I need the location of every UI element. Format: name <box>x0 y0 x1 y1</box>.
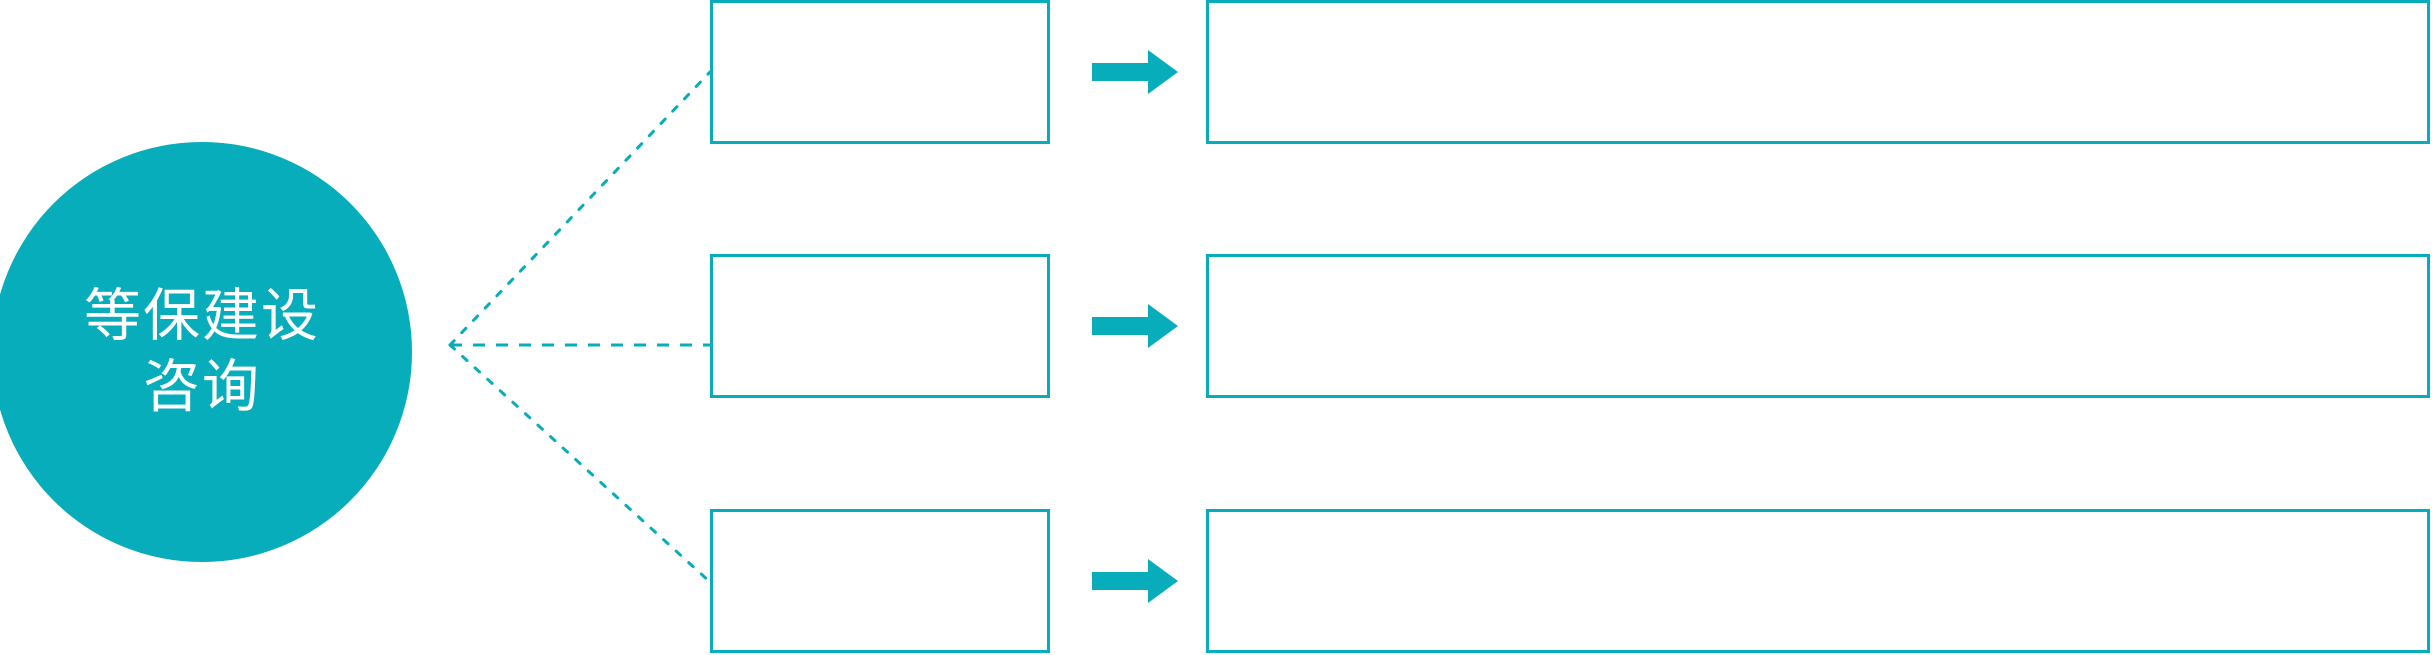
arrow-right-icon <box>1092 304 1178 348</box>
detail-box-2[interactable] <box>1206 254 2430 398</box>
category-box-2[interactable] <box>710 254 1050 398</box>
hub-title-line-2: 咨询 <box>143 355 261 419</box>
hub-title-line-1: 等保建设 <box>84 283 320 348</box>
category-box-1[interactable] <box>710 0 1050 144</box>
arrow-right-icon <box>1092 559 1178 603</box>
arrow-right-icon <box>1092 50 1178 94</box>
detail-box-3[interactable] <box>1206 509 2430 653</box>
hub-circle[interactable]: 等保建设 咨询 <box>0 142 412 562</box>
diagram-row-3 <box>0 509 2434 655</box>
category-box-3[interactable] <box>710 509 1050 653</box>
diagram-row-1 <box>0 0 2434 146</box>
detail-box-1[interactable] <box>1206 0 2430 144</box>
diagram-row-2 <box>0 254 2434 400</box>
